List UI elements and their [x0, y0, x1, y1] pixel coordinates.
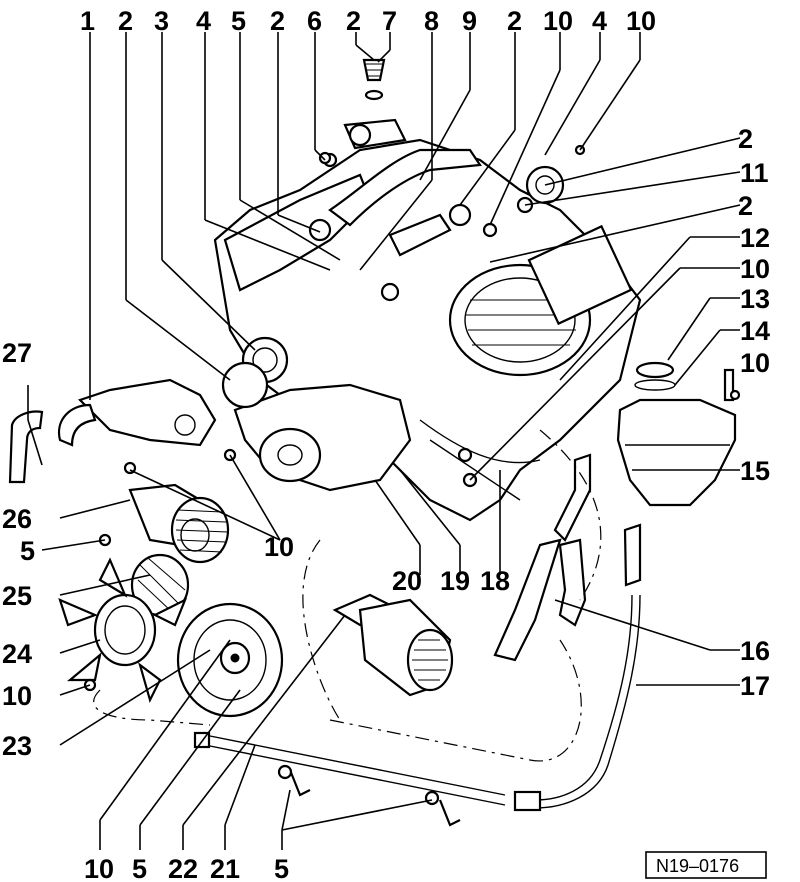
leader-lines	[27, 32, 741, 850]
callout-17: 17	[740, 671, 770, 701]
callout-10: 10	[626, 6, 656, 36]
callout-5: 5	[231, 6, 246, 36]
expansion-tank-15	[616, 361, 737, 507]
callout-2: 2	[346, 6, 361, 36]
belt-tensioner-26	[128, 483, 230, 564]
belt-routing	[93, 429, 602, 762]
callout-10: 10	[84, 854, 114, 882]
callout-5: 5	[132, 854, 147, 882]
callout-20: 20	[392, 566, 422, 596]
callout-10: 10	[740, 254, 770, 284]
callout-11: 11	[740, 158, 769, 188]
callout-4: 4	[196, 6, 211, 36]
callout-10: 10	[264, 532, 294, 562]
callout-2: 2	[738, 191, 753, 221]
fan-24	[58, 557, 188, 704]
callout-labels: 1 2 3 4 5 2 6 2 7 8 9 2 10 4 10 2 11 2 1…	[2, 6, 770, 882]
callout-24: 24	[2, 639, 32, 669]
hose-17	[513, 523, 642, 812]
callout-14: 14	[740, 316, 770, 346]
callout-10: 10	[2, 681, 32, 711]
callout-27: 27	[2, 338, 32, 368]
callout-19: 19	[440, 566, 470, 596]
callout-10: 10	[543, 6, 573, 36]
callout-13: 13	[740, 284, 770, 314]
callout-23: 23	[2, 731, 32, 761]
callout-22: 22	[168, 854, 198, 882]
callout-9: 9	[462, 6, 477, 36]
water-pump	[221, 336, 412, 492]
callout-5: 5	[20, 536, 35, 566]
figure-reference: N19–0176	[645, 851, 767, 879]
callout-1: 1	[80, 6, 95, 36]
callout-6: 6	[307, 6, 322, 36]
callout-21: 21	[210, 854, 240, 882]
callout-26: 26	[2, 504, 32, 534]
callout-15: 15	[740, 456, 770, 486]
hose-27	[8, 410, 44, 484]
callout-4: 4	[592, 6, 607, 36]
callout-2: 2	[118, 6, 133, 36]
callout-3: 3	[154, 6, 169, 36]
callout-8: 8	[424, 6, 439, 36]
callout-7: 7	[382, 6, 397, 36]
callout-5: 5	[274, 854, 289, 882]
callout-16: 16	[740, 636, 770, 666]
oil-filter-22	[332, 593, 454, 697]
coolant-outlet-pipe-1	[57, 378, 217, 447]
callout-2: 2	[270, 6, 285, 36]
callout-2: 2	[507, 6, 522, 36]
bolts	[83, 144, 741, 692]
pulley-23	[176, 602, 284, 718]
callout-10: 10	[740, 348, 770, 378]
callout-18: 18	[480, 566, 510, 596]
cap-7	[362, 58, 386, 101]
figure-reference-text: N19–0176	[656, 856, 739, 876]
callout-12: 12	[740, 223, 770, 253]
callout-25: 25	[2, 581, 32, 611]
callout-2: 2	[738, 124, 753, 154]
